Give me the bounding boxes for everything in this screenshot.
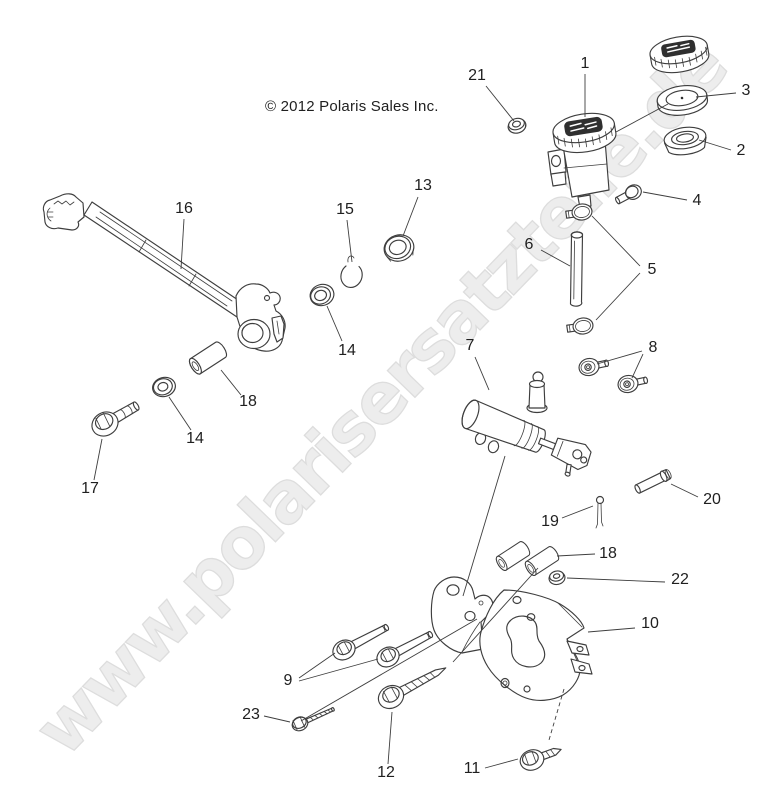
part-rear-plate: [430, 576, 494, 654]
leader-lines: [93, 74, 737, 769]
callout-14b: 14: [186, 430, 204, 447]
part-washer-14b: [152, 376, 176, 398]
callout-2: 2: [737, 142, 746, 159]
part-cotter-pin: [595, 495, 605, 529]
part-screw-11: [519, 747, 562, 771]
callout-13: 13: [414, 177, 432, 194]
part-clevis-pin: [634, 469, 672, 494]
part-reservoir: [547, 112, 617, 218]
part-flange-bolt-17: [91, 401, 140, 437]
part-reservoir-cap: [649, 35, 710, 74]
callout-14a: 14: [338, 342, 356, 359]
part-diaphragm-plate: [656, 85, 709, 116]
copyright-text: © 2012 Polaris Sales Inc.: [265, 98, 439, 115]
part-snap-ring: [340, 255, 363, 289]
callout-21: 21: [468, 67, 486, 84]
callout-19: 19: [541, 513, 559, 530]
callout-22: 22: [671, 571, 689, 588]
callout-5: 5: [648, 261, 657, 278]
part-nut-22: [548, 570, 566, 586]
part-bolt-4: [614, 184, 642, 205]
callout-18a: 18: [239, 393, 257, 410]
part-hose-6: [569, 231, 584, 307]
part-brake-lever: [42, 193, 286, 352]
callout-20: 20: [703, 491, 721, 508]
callout-16: 16: [175, 200, 193, 217]
callout-17: 17: [81, 480, 99, 497]
part-bushing-14a: [309, 283, 335, 307]
callout-15: 15: [336, 201, 354, 218]
callout-18b: 18: [599, 545, 617, 562]
callout-23: 23: [242, 706, 260, 723]
callout-labels: 1 2 3 4 5 6 7 8 9 10 11 12 13 14 14 15 1…: [81, 55, 750, 781]
part-bolt-23: [291, 707, 335, 732]
part-flanged-nut-13: [383, 234, 415, 262]
callout-4: 4: [693, 192, 702, 209]
part-nut-21: [507, 117, 527, 134]
callout-10: 10: [641, 615, 659, 632]
callout-9: 9: [284, 672, 293, 689]
part-spacer-18a: [186, 339, 230, 377]
part-diaphragm-grommet: [663, 126, 707, 156]
callout-8: 8: [649, 339, 658, 356]
callout-1: 1: [581, 55, 590, 72]
part-screw-8b: [615, 370, 650, 395]
callout-3: 3: [742, 82, 751, 99]
assembly-lines: [300, 103, 669, 741]
callout-6: 6: [525, 236, 534, 253]
part-bracket-10: [479, 589, 593, 701]
callout-12: 12: [377, 764, 395, 781]
part-screw-12: [377, 667, 447, 710]
part-screw-8a: [576, 353, 611, 378]
callout-11: 11: [464, 760, 481, 777]
part-clamp-5-bottom: [565, 316, 595, 337]
part-master-cylinder: [461, 371, 592, 477]
callout-7: 7: [466, 337, 475, 354]
